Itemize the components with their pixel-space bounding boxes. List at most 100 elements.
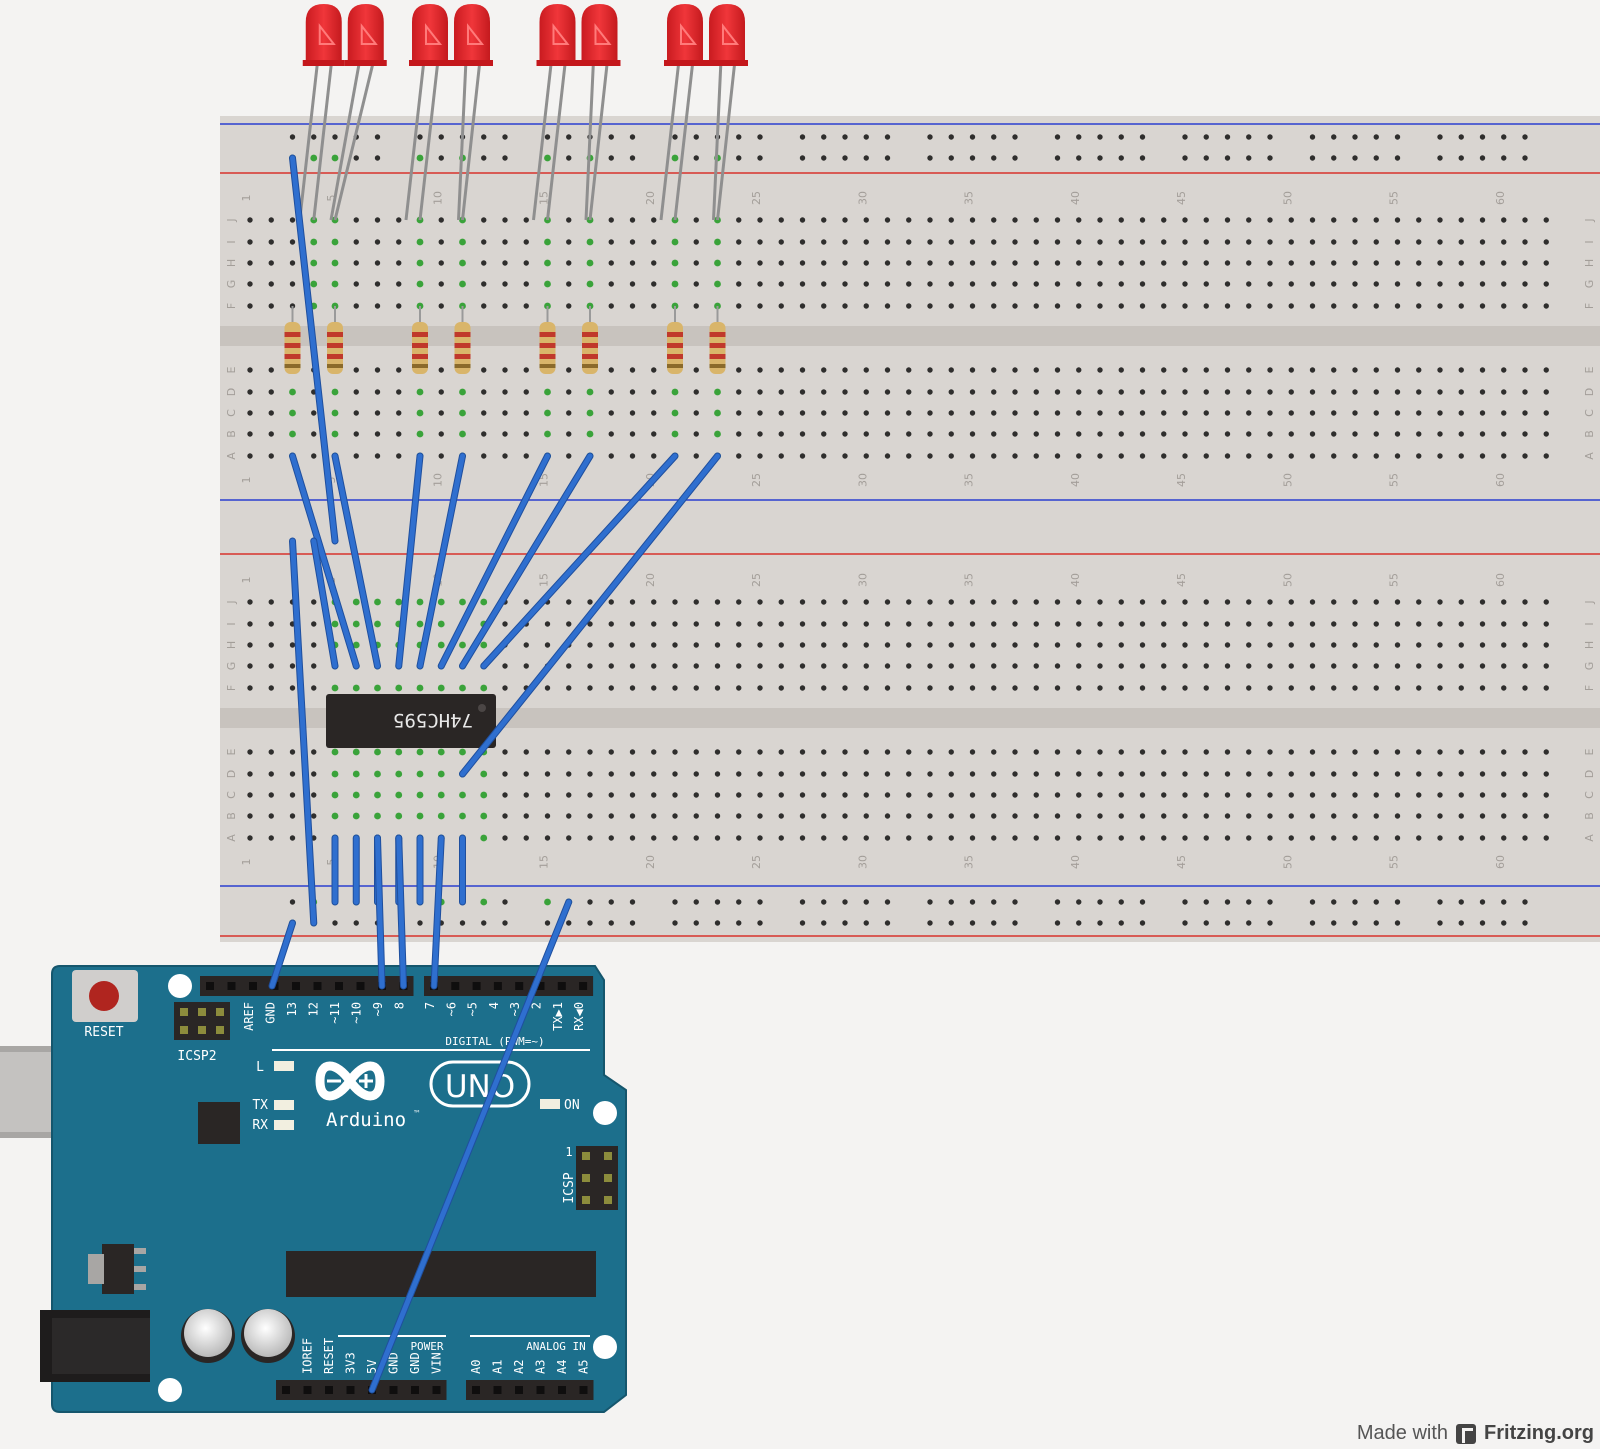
breadboard-hole bbox=[438, 281, 444, 287]
breadboard-hole bbox=[757, 813, 763, 819]
rail-hole bbox=[948, 134, 954, 140]
breadboard-hole bbox=[1033, 663, 1039, 669]
breadboard-hole bbox=[587, 835, 593, 841]
breadboard-hole bbox=[289, 749, 296, 755]
breadboard-hole bbox=[481, 453, 487, 459]
breadboard-hole bbox=[948, 281, 954, 287]
breadboard-hole bbox=[906, 453, 912, 459]
breadboard-hole bbox=[821, 303, 827, 309]
rail-hole bbox=[1352, 920, 1358, 926]
reset-button[interactable] bbox=[89, 981, 119, 1011]
header-pin bbox=[472, 1386, 480, 1394]
breadboard-hole bbox=[311, 599, 317, 605]
breadboard-hole bbox=[1352, 281, 1358, 287]
breadboard-hole bbox=[1267, 431, 1273, 437]
breadboard-hole bbox=[566, 389, 572, 395]
breadboard-hole bbox=[991, 642, 997, 648]
rail-hole bbox=[1097, 899, 1103, 905]
header-pin bbox=[325, 1386, 333, 1394]
digital-pin-label: AREF bbox=[242, 1002, 256, 1031]
breadboard-hole bbox=[523, 453, 529, 459]
breadboard-hole bbox=[247, 410, 253, 416]
breadboard-hole bbox=[969, 599, 976, 605]
breadboard-hole bbox=[1373, 642, 1379, 648]
breadboard-hole bbox=[651, 453, 657, 459]
regulator-pin-1 bbox=[134, 1248, 146, 1254]
breadboard-hole bbox=[842, 431, 848, 437]
breadboard-hole bbox=[586, 259, 594, 267]
jumper-wire bbox=[290, 538, 317, 926]
breadboard-hole bbox=[969, 642, 976, 648]
breadboard-hole bbox=[353, 239, 359, 245]
breadboard-hole bbox=[1522, 685, 1528, 691]
column-number: 30 bbox=[856, 191, 869, 205]
rail-hole bbox=[629, 155, 636, 161]
breadboard-hole bbox=[1479, 217, 1486, 223]
column-number: 50 bbox=[1281, 473, 1294, 487]
breadboard-hole bbox=[1054, 813, 1061, 819]
rail-hole bbox=[1076, 899, 1082, 905]
breadboard-hole bbox=[799, 389, 806, 395]
breadboard-hole bbox=[1522, 792, 1528, 798]
led-on bbox=[540, 1099, 560, 1109]
breadboard-hole bbox=[991, 367, 997, 373]
breadboard-hole bbox=[1501, 410, 1507, 416]
breadboard-hole bbox=[757, 685, 763, 691]
breadboard-hole bbox=[672, 621, 678, 627]
rail-hole bbox=[1394, 155, 1401, 161]
header-pin bbox=[536, 982, 545, 990]
column-number: 25 bbox=[750, 191, 763, 205]
rail-hole bbox=[1267, 899, 1273, 905]
breadboard-hole bbox=[842, 303, 848, 309]
breadboard-hole bbox=[1246, 410, 1252, 416]
rail-hole bbox=[438, 134, 444, 140]
rail-hole bbox=[1437, 899, 1443, 905]
breadboard-hole bbox=[693, 389, 699, 395]
rail-hole bbox=[1522, 920, 1528, 926]
resistor-band bbox=[709, 364, 726, 368]
led-l-label: L bbox=[256, 1060, 264, 1075]
breadboard-hole bbox=[1394, 303, 1401, 309]
breadboard-hole bbox=[268, 239, 274, 245]
breadboard-hole bbox=[396, 281, 402, 287]
breadboard-hole bbox=[991, 217, 997, 223]
digital-pin-label: GND bbox=[264, 1002, 278, 1024]
rail-hole bbox=[991, 899, 997, 905]
breadboard-hole bbox=[1501, 749, 1507, 755]
breadboard-hole bbox=[651, 260, 657, 266]
breadboard-hole bbox=[1458, 685, 1464, 691]
voltage-regulator-tab bbox=[88, 1254, 104, 1284]
row-letter: H bbox=[225, 641, 238, 649]
breadboard-hole bbox=[714, 621, 721, 627]
breadboard-hole bbox=[1309, 771, 1316, 777]
breadboard-hole bbox=[1203, 835, 1209, 841]
rail-hole bbox=[353, 155, 359, 161]
breadboard-hole bbox=[608, 771, 614, 777]
breadboard-hole bbox=[948, 599, 954, 605]
breadboard-hole bbox=[1543, 410, 1549, 416]
breadboard-hole bbox=[1267, 217, 1273, 223]
breadboard-hole bbox=[1182, 260, 1188, 266]
breadboard-hole bbox=[608, 453, 614, 459]
breadboard-hole bbox=[311, 642, 317, 648]
jumper-wire bbox=[311, 538, 338, 669]
breadboard-hole bbox=[693, 792, 699, 798]
breadboard-hole bbox=[1458, 367, 1464, 373]
breadboard-hole bbox=[1522, 217, 1528, 223]
breadboard-hole bbox=[396, 239, 402, 245]
breadboard-hole bbox=[1224, 431, 1231, 437]
breadboard-hole bbox=[480, 641, 488, 649]
breadboard-hole bbox=[693, 663, 699, 669]
fritzing-credit[interactable]: Made with Fritzing.org bbox=[1357, 1422, 1594, 1445]
breadboard-hole bbox=[842, 281, 848, 287]
breadboard-hole bbox=[1288, 599, 1294, 605]
breadboard-hole bbox=[799, 642, 806, 648]
breadboard-hole bbox=[374, 620, 381, 628]
led-rim bbox=[344, 60, 387, 66]
column-number: 30 bbox=[856, 473, 869, 487]
breadboard-hole bbox=[736, 239, 742, 245]
breadboard-hole bbox=[1394, 389, 1401, 395]
breadboard-hole bbox=[1246, 303, 1252, 309]
breadboard-hole bbox=[502, 835, 508, 841]
icsp-pin bbox=[604, 1196, 612, 1204]
